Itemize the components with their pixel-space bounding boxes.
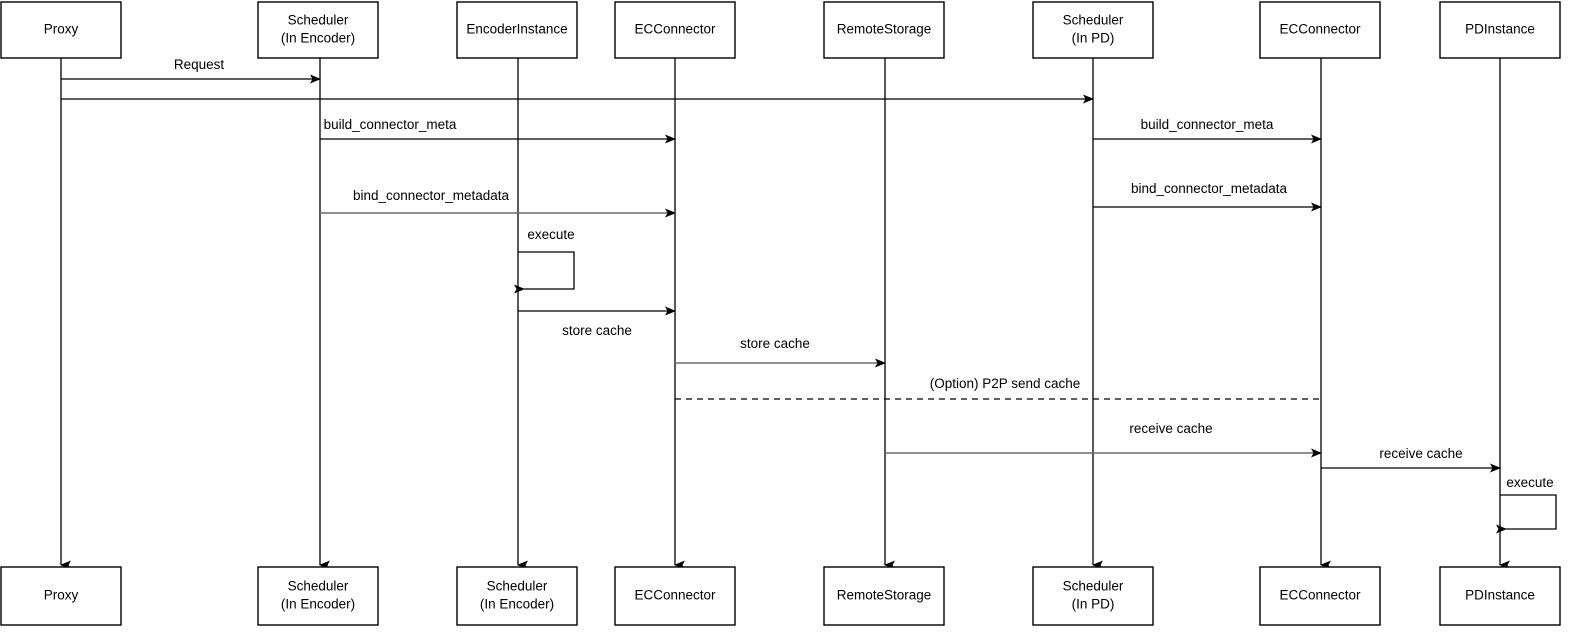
top-participant-pd_inst[interactable]: PDInstance <box>1439 1 1561 59</box>
message-m1[interactable]: Request <box>61 57 321 84</box>
participant-box <box>1439 566 1561 626</box>
top-participant-ec_conn_pd[interactable]: ECConnector <box>1259 1 1381 59</box>
bottom-participant-encoder_inst[interactable]: Scheduler (In Encoder) <box>456 566 578 626</box>
message-label: build_connector_meta <box>1141 117 1274 132</box>
message-label: bind_connector_metadata <box>353 188 510 203</box>
message-m11[interactable]: receive cache <box>1321 446 1501 473</box>
bottom-participant-ec_conn_pd[interactable]: ECConnector <box>1259 566 1381 626</box>
participant-name: ECConnector <box>634 22 716 37</box>
message-label: receive cache <box>1129 421 1212 436</box>
message-label: Request <box>174 57 225 72</box>
top-participant-encoder_inst[interactable]: EncoderInstance <box>456 1 578 59</box>
bottom-participant-ec_conn_enc[interactable]: ECConnector <box>614 566 736 626</box>
bottom-participant-sched_enc[interactable]: Scheduler (In Encoder) <box>257 566 379 626</box>
participant-name: ECConnector <box>1279 22 1361 37</box>
participant-box <box>257 566 379 626</box>
participant-qualifier: (In PD) <box>1072 597 1115 612</box>
message-m8[interactable]: store cache <box>675 336 886 368</box>
participant-name: PDInstance <box>1465 22 1535 37</box>
top-participant-proxy[interactable]: Proxy <box>0 1 122 59</box>
participant-name: Scheduler <box>1063 579 1124 594</box>
bottom-participant-remote_store[interactable]: RemoteStorage <box>823 566 945 626</box>
participant-name: RemoteStorage <box>837 588 932 603</box>
message-m9[interactable]: (Option) P2P send cache <box>675 376 1321 400</box>
lifelines-layer <box>60 58 1510 570</box>
participant-name: Scheduler <box>487 579 548 594</box>
message-label: build_connector_meta <box>324 117 457 132</box>
self-message-label: execute <box>527 227 574 242</box>
participant-qualifier: (In Encoder) <box>281 597 355 612</box>
participant-name: ECConnector <box>1279 588 1361 603</box>
participant-name: RemoteStorage <box>837 22 932 37</box>
participant-name: Scheduler <box>288 13 349 28</box>
participant-name: PDInstance <box>1465 588 1535 603</box>
self-message-label: execute <box>1506 475 1553 490</box>
self-message-s2[interactable]: execute <box>1496 475 1557 534</box>
participant-box <box>823 566 945 626</box>
participant-box <box>1032 1 1154 59</box>
participant-box <box>614 566 736 626</box>
bottom-participant-pd_inst[interactable]: PDInstance <box>1439 566 1561 626</box>
self-messages-layer: execute execute <box>514 227 1557 534</box>
message-label: store cache <box>562 323 632 338</box>
participant-name: Scheduler <box>1063 13 1124 28</box>
message-m7[interactable]: store cache <box>518 306 676 338</box>
participant-box <box>257 1 379 59</box>
participant-box <box>1439 1 1561 59</box>
top-participant-sched_pd[interactable]: Scheduler (In PD) <box>1032 1 1154 59</box>
participant-name: Proxy <box>44 588 79 603</box>
message-m10[interactable]: receive cache <box>885 421 1322 458</box>
participant-box <box>1032 566 1154 626</box>
participant-box <box>1259 1 1381 59</box>
bottom-participant-proxy[interactable]: Proxy <box>0 566 122 626</box>
message-label: bind_connector_metadata <box>1131 181 1288 196</box>
participant-box <box>456 566 578 626</box>
message-label: (Option) P2P send cache <box>930 376 1081 391</box>
participant-box <box>456 1 578 59</box>
participant-qualifier: (In Encoder) <box>281 31 355 46</box>
bottom-participant-boxes: Proxy Scheduler (In Encoder) Scheduler (In E… <box>0 566 1561 626</box>
participant-box <box>0 1 122 59</box>
message-label: receive cache <box>1379 446 1462 461</box>
participant-name: ECConnector <box>634 588 716 603</box>
participant-box <box>823 1 945 59</box>
participant-qualifier: (In PD) <box>1072 31 1115 46</box>
participant-qualifier: (In Encoder) <box>480 597 554 612</box>
message-label: store cache <box>740 336 810 351</box>
top-participant-boxes: Proxy Scheduler (In Encoder) EncoderInstanc… <box>0 1 1561 59</box>
messages-layer: Request build_connector_meta build_connect… <box>61 57 1501 473</box>
message-m4[interactable]: build_connector_meta <box>1093 117 1322 144</box>
participant-box <box>0 566 122 626</box>
self-message-s1[interactable]: execute <box>514 227 575 294</box>
message-m5[interactable]: bind_connector_metadata <box>320 188 676 218</box>
top-participant-ec_conn_enc[interactable]: ECConnector <box>614 1 736 59</box>
participant-name: Scheduler <box>288 579 349 594</box>
self-message-arrow <box>514 251 575 294</box>
participant-box <box>614 1 736 59</box>
participant-name: Proxy <box>44 22 79 37</box>
message-m3[interactable]: build_connector_meta <box>320 117 676 144</box>
message-m6[interactable]: bind_connector_metadata <box>1093 181 1322 212</box>
bottom-participant-sched_pd[interactable]: Scheduler (In PD) <box>1032 566 1154 626</box>
top-participant-sched_enc[interactable]: Scheduler (In Encoder) <box>257 1 379 59</box>
self-message-arrow <box>1496 494 1557 534</box>
top-participant-remote_store[interactable]: RemoteStorage <box>823 1 945 59</box>
participant-name: EncoderInstance <box>466 22 567 37</box>
participant-box <box>1259 566 1381 626</box>
